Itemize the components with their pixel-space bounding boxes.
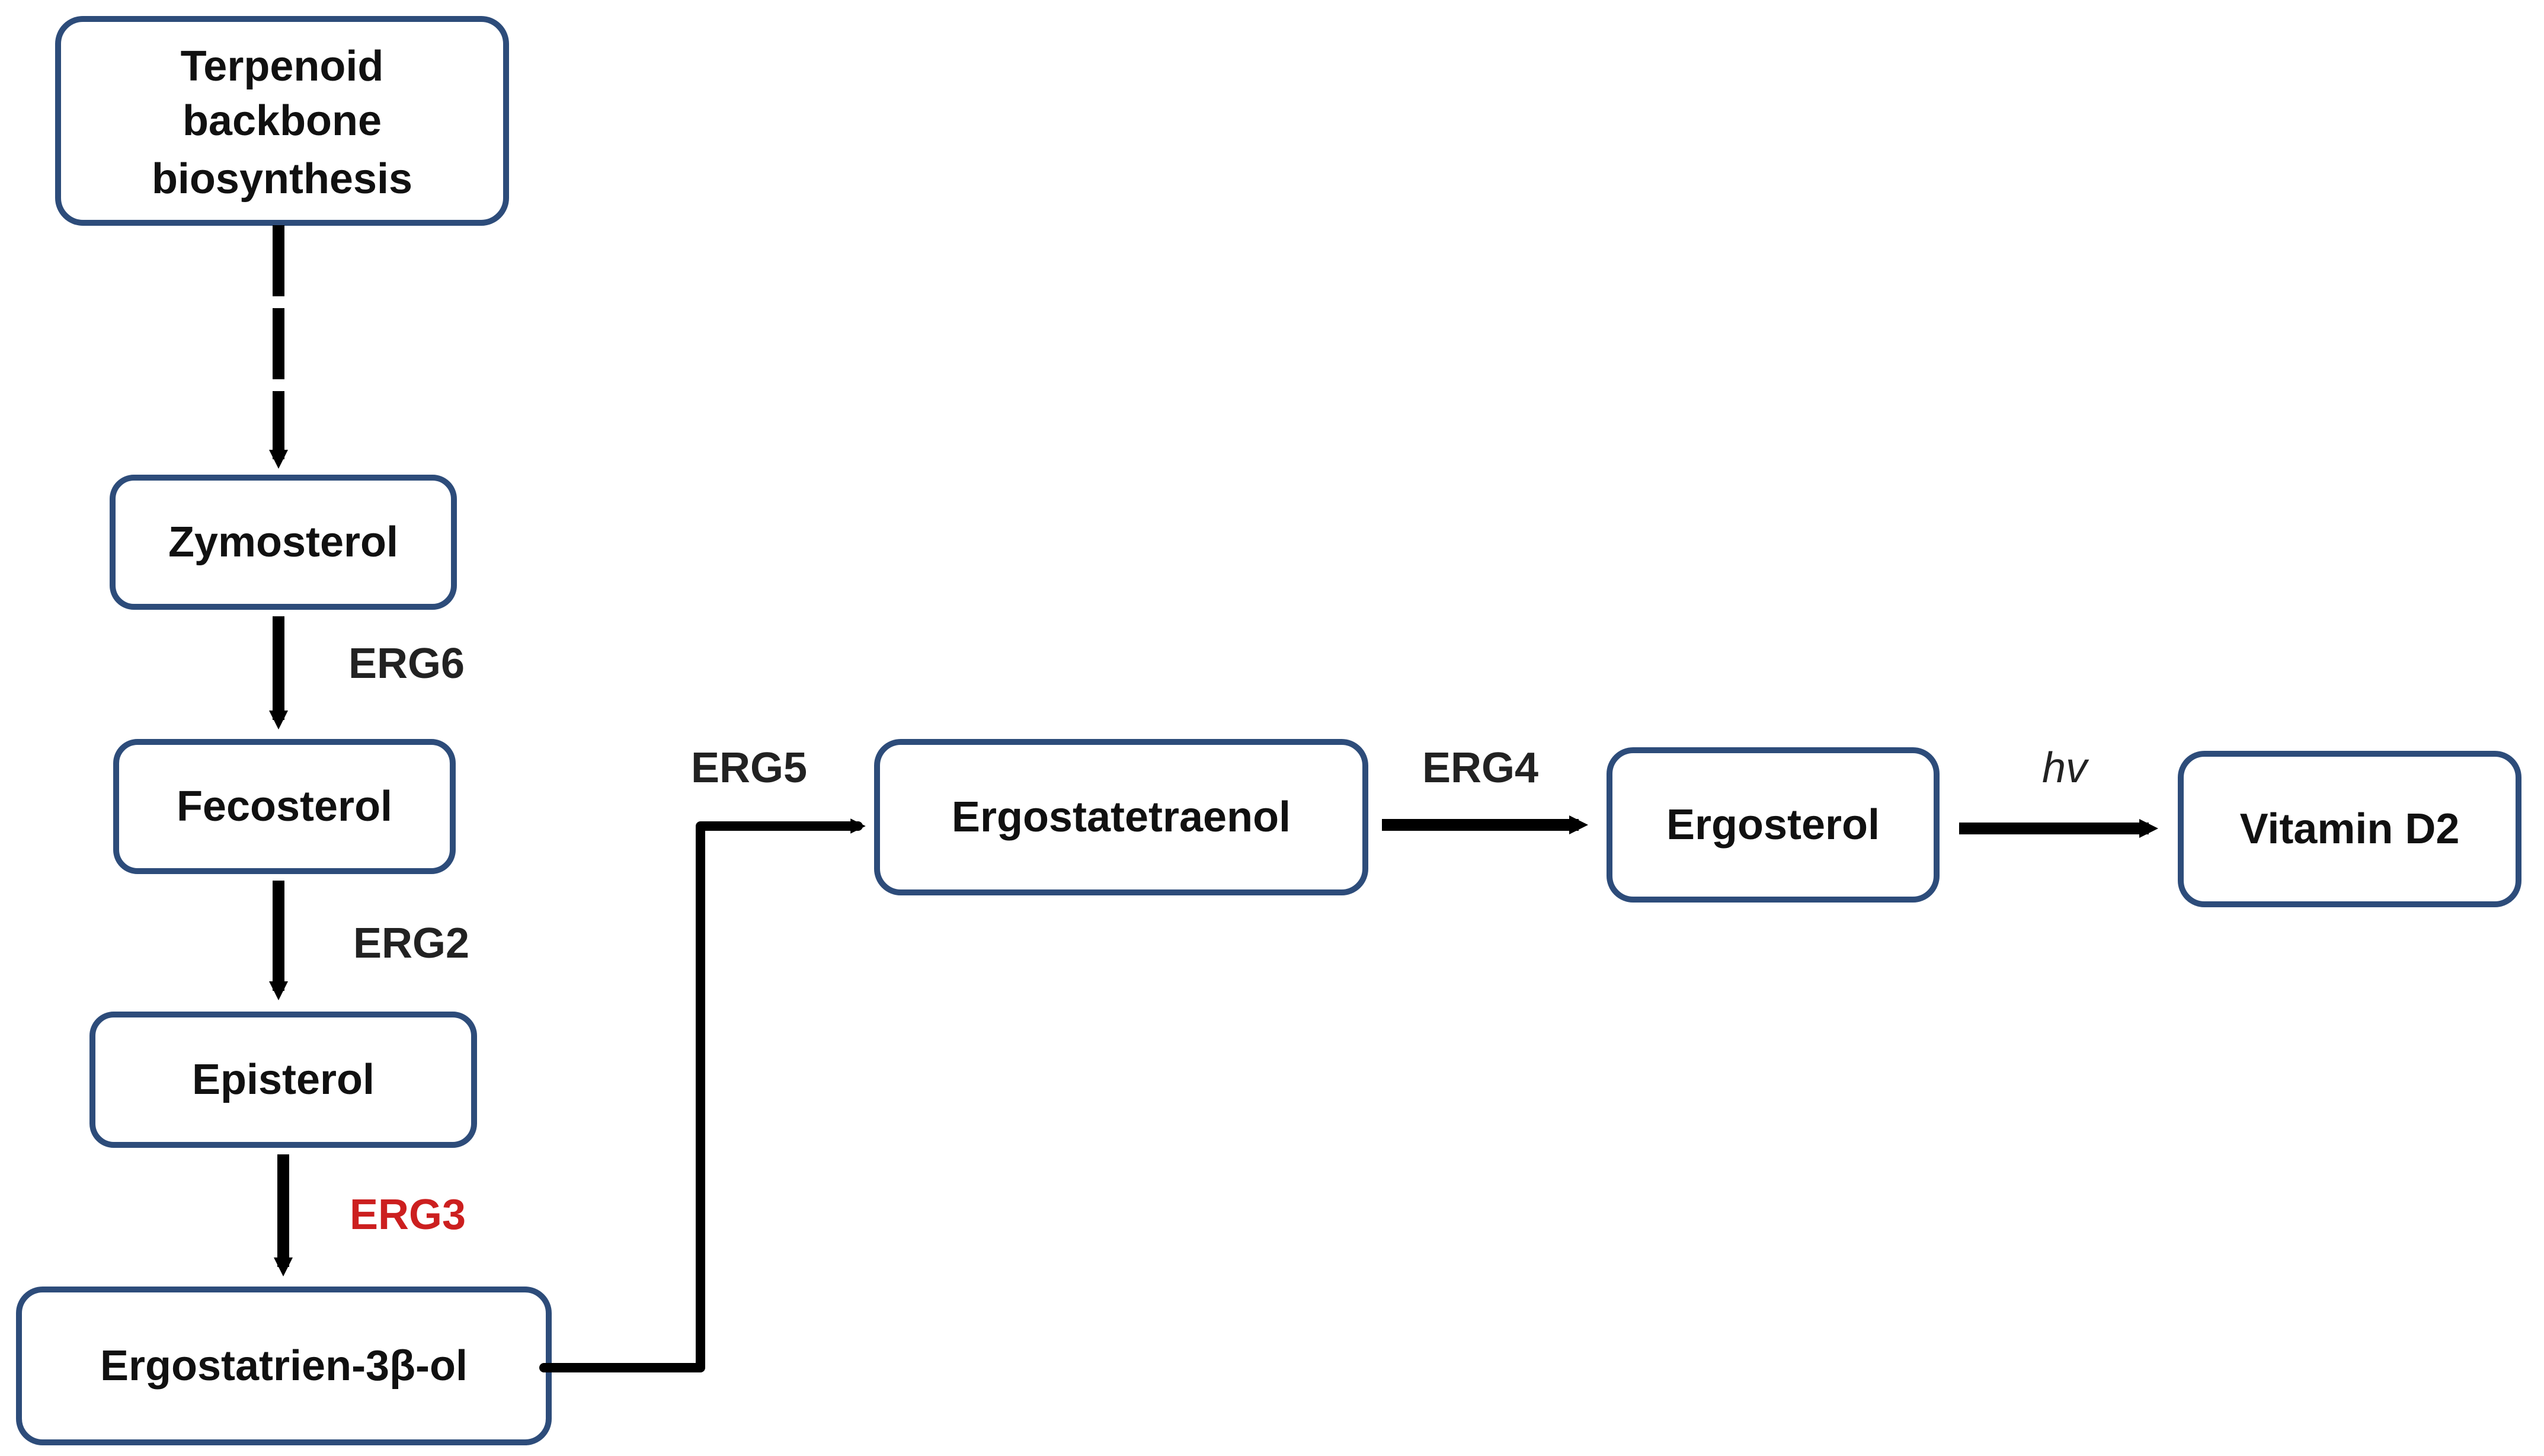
node-vitamin-d2: Vitamin D2	[2178, 751, 2521, 907]
enzyme-label-erg5: ERG5	[691, 744, 807, 792]
node-label: Episterol	[192, 1056, 375, 1103]
enzyme-label-erg6: ERG6	[348, 640, 465, 687]
node-box	[55, 16, 509, 226]
node-ergostatetraenol: Ergostatetraenol	[874, 739, 1368, 895]
node-ergosterol: Ergosterol	[1607, 747, 1940, 903]
node-label: Vitamin D2	[2240, 805, 2460, 853]
node-label-line-2: backbone	[183, 97, 382, 145]
node-label-line-1: Terpenoid	[181, 43, 384, 90]
node-ergostatrien-3b-ol: Ergostatrien-3β-ol	[16, 1287, 552, 1445]
node-box	[110, 475, 457, 610]
node-box	[1607, 747, 1940, 903]
light-label-hv: hv	[2042, 744, 2089, 792]
enzyme-label-erg4: ERG4	[1422, 744, 1538, 792]
node-label: Zymosterol	[168, 519, 398, 566]
node-box	[89, 1012, 477, 1148]
node-label: Ergostatetraenol	[952, 793, 1291, 841]
node-episterol: Episterol	[89, 1012, 477, 1148]
node-label: Fecosterol	[177, 783, 392, 830]
node-fecosterol: Fecosterol	[113, 739, 456, 874]
node-box	[113, 739, 456, 874]
node-label: Ergostatrien-3β-ol	[100, 1342, 468, 1390]
node-label-line-3: biosynthesis	[152, 155, 412, 203]
enzyme-label-erg2: ERG2	[353, 920, 469, 967]
node-box	[874, 739, 1368, 895]
arrow-ergostatrienol-to-ergostatetraenol	[539, 818, 866, 1372]
node-box	[2178, 751, 2521, 907]
node-label: Ergosterol	[1666, 801, 1880, 849]
node-terpenoid-backbone-biosynthesis: Terpenoid backbone biosynthesis	[55, 16, 509, 226]
node-zymosterol: Zymosterol	[110, 475, 457, 610]
enzyme-label-erg3: ERG3	[350, 1191, 466, 1239]
